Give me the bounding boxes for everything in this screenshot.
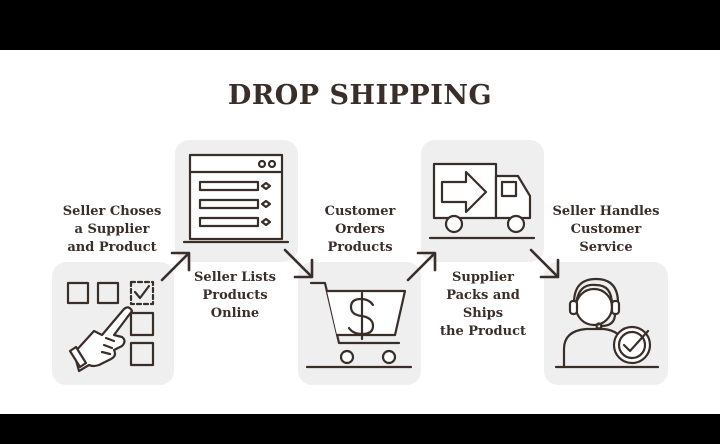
step-1-line-2: a Supplier (74, 222, 150, 237)
support-agent-icon (552, 275, 662, 375)
arrow-4-icon (527, 246, 563, 282)
step-1-line-1: Seller Choses (62, 204, 162, 219)
step-2-label: Seller Lists Products Online (165, 269, 305, 323)
arrow-1-icon (158, 248, 194, 284)
step-2-line-1: Seller Lists (194, 270, 276, 285)
diagram-title: DROP SHIPPING (227, 80, 493, 111)
step-4-line-1: Supplier (451, 270, 515, 285)
step-3-label: Customer Orders Products (290, 203, 430, 257)
step-1-label: Seller Choses a Supplier and Product (42, 203, 182, 257)
arrow-3-icon (404, 248, 440, 284)
browser-list-icon (182, 150, 292, 250)
step-4-line-2: Packs and (446, 288, 520, 303)
shopping-cart-dollar-icon (305, 275, 415, 375)
delivery-truck-icon (428, 150, 538, 250)
step-3-line-3: Products (327, 240, 393, 255)
step-2-line-3: Online (210, 306, 260, 321)
step-3-line-1: Customer (324, 204, 396, 219)
step-4-line-3: Ships (462, 306, 504, 321)
hand-checklist-icon (60, 275, 170, 375)
step-5-label: Seller Handles Customer Service (536, 203, 676, 257)
step-1-line-3: and Product (67, 240, 157, 255)
step-5-line-2: Customer (570, 222, 642, 237)
step-5-line-3: Service (579, 240, 633, 255)
step-4-line-4: the Product (439, 324, 526, 339)
step-5-line-1: Seller Handles (552, 204, 660, 219)
step-2-line-2: Products (202, 288, 268, 303)
step-3-line-2: Orders (335, 222, 385, 237)
step-4-label: Supplier Packs and Ships the Product (413, 269, 553, 341)
arrow-2-icon (281, 246, 317, 282)
